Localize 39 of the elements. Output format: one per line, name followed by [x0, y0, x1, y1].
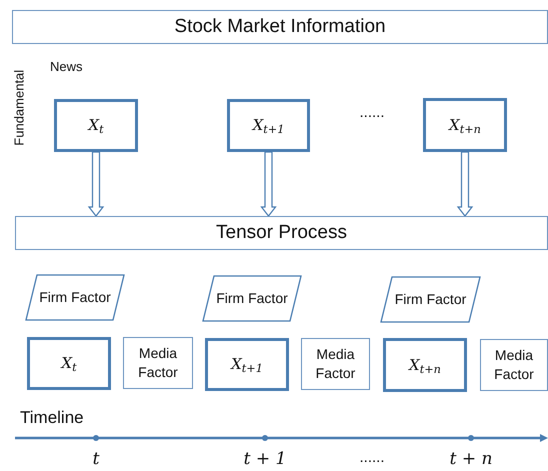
- parallelogram-node: [202, 275, 302, 322]
- node-text: Tensor Process: [216, 220, 347, 245]
- process-bar: [12, 10, 548, 44]
- label-text: Timeline: [20, 407, 85, 429]
- label-text: News: [50, 58, 84, 76]
- process-box: [301, 338, 370, 390]
- process-box: [54, 99, 138, 152]
- process-box: [123, 337, 193, 389]
- process-bar: [15, 216, 548, 250]
- hollow-arrow: [88, 151, 104, 217]
- hollow-arrow: [456, 151, 474, 217]
- parallelogram-node: [25, 274, 125, 321]
- node-text: Media Factor: [314, 345, 356, 383]
- node-text: X$_{t+n}$: [409, 354, 441, 376]
- hollow-arrow: [260, 151, 277, 217]
- node-text: Firm Factor: [394, 290, 468, 306]
- process-box: [205, 338, 289, 391]
- ellipsis: ......: [358, 448, 386, 468]
- process-box: [383, 338, 467, 392]
- node-text: Media Factor: [137, 344, 179, 382]
- ellipsis: ......: [358, 103, 386, 123]
- label-text: t: [92, 448, 100, 471]
- node-text: Stock Market Information: [174, 14, 386, 39]
- node-text: X$_{t}$: [61, 353, 77, 375]
- process-box: [27, 337, 111, 390]
- node-text: X$_{t}$: [88, 115, 104, 137]
- process-box: [480, 339, 548, 391]
- process-box: [423, 98, 507, 152]
- node-text: X$_{t+1}$: [231, 354, 263, 376]
- label-text: Fundamental: [10, 68, 28, 148]
- node-text: X$_{t+n}$: [449, 114, 481, 136]
- label-text: t + n: [448, 448, 494, 471]
- node-text: Media Factor: [493, 346, 535, 384]
- node-text: Firm Factor: [215, 290, 289, 306]
- node-text: X$_{t+1}$: [252, 115, 284, 137]
- process-box: [227, 99, 310, 152]
- label-text: t + 1: [242, 448, 288, 471]
- node-text: Firm Factor: [38, 288, 112, 304]
- parallelogram-node: [380, 276, 481, 323]
